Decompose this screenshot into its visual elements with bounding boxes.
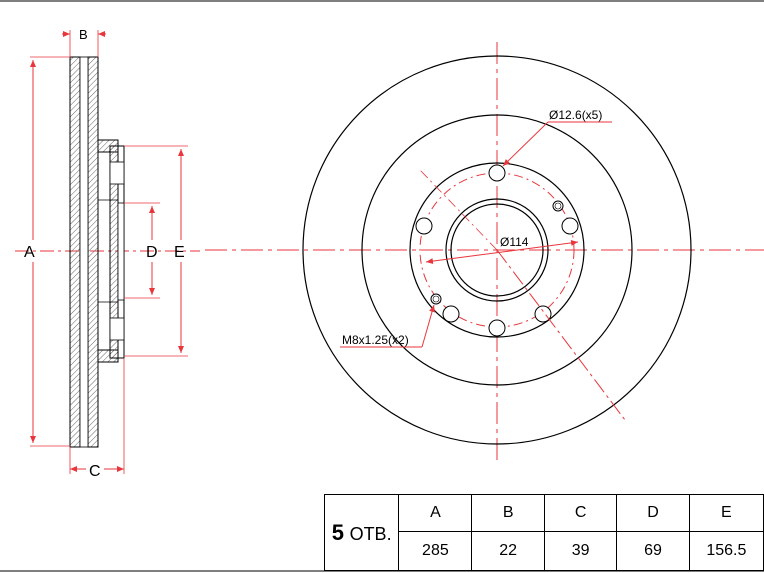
threaded-hole <box>554 202 562 210</box>
friction-inner-edge <box>361 114 633 386</box>
dim-label-c: C <box>89 463 101 480</box>
dim-label-e: E <box>174 244 185 261</box>
bolt-hole <box>442 305 460 323</box>
header-d: D <box>616 494 690 532</box>
value-b: 22 <box>471 531 545 571</box>
spec-table: 5 ОТВ. A B C D E 285 22 39 69 156.5 <box>323 494 764 571</box>
inner-friction-face <box>87 56 99 448</box>
bolt-hole <box>488 319 506 337</box>
bolt-hole <box>561 217 579 235</box>
dim-label-d: D <box>146 244 158 261</box>
holes-count-cell: 5 ОТВ. <box>323 494 400 571</box>
threaded-hole <box>552 200 564 212</box>
front-view: Ø114 Ø12.6(x5) M8x1.25(x2) <box>205 42 764 462</box>
threaded-hole <box>432 295 440 303</box>
outer-friction-face <box>69 56 81 448</box>
bolt-hole-callout: Ø12.6(x5) <box>549 108 602 122</box>
bolt-holes <box>415 164 579 337</box>
header-c: C <box>543 494 618 532</box>
header-b: B <box>471 494 545 532</box>
holes-unit: ОТВ. <box>349 523 392 544</box>
side-section-view: A B C D E <box>15 27 200 480</box>
bolt-hole <box>488 164 506 182</box>
holes-count: 5 <box>331 519 344 545</box>
thread-callout: M8x1.25(x2) <box>342 333 409 347</box>
header-e: E <box>688 494 764 532</box>
value-d: 69 <box>616 531 690 571</box>
bolt-hole <box>534 305 552 323</box>
value-e: 156.5 <box>688 531 764 571</box>
value-a: 285 <box>398 531 473 571</box>
dim-label-a: A <box>24 244 35 261</box>
header-a: A <box>398 494 473 532</box>
hat-edge <box>409 162 585 338</box>
disc-outer-edge <box>302 55 692 445</box>
value-c: 39 <box>543 531 618 571</box>
threaded-hole <box>430 293 442 305</box>
pcd-callout: Ø114 <box>500 235 529 249</box>
dim-label-b: B <box>79 27 88 42</box>
bolt-hole <box>415 217 433 235</box>
